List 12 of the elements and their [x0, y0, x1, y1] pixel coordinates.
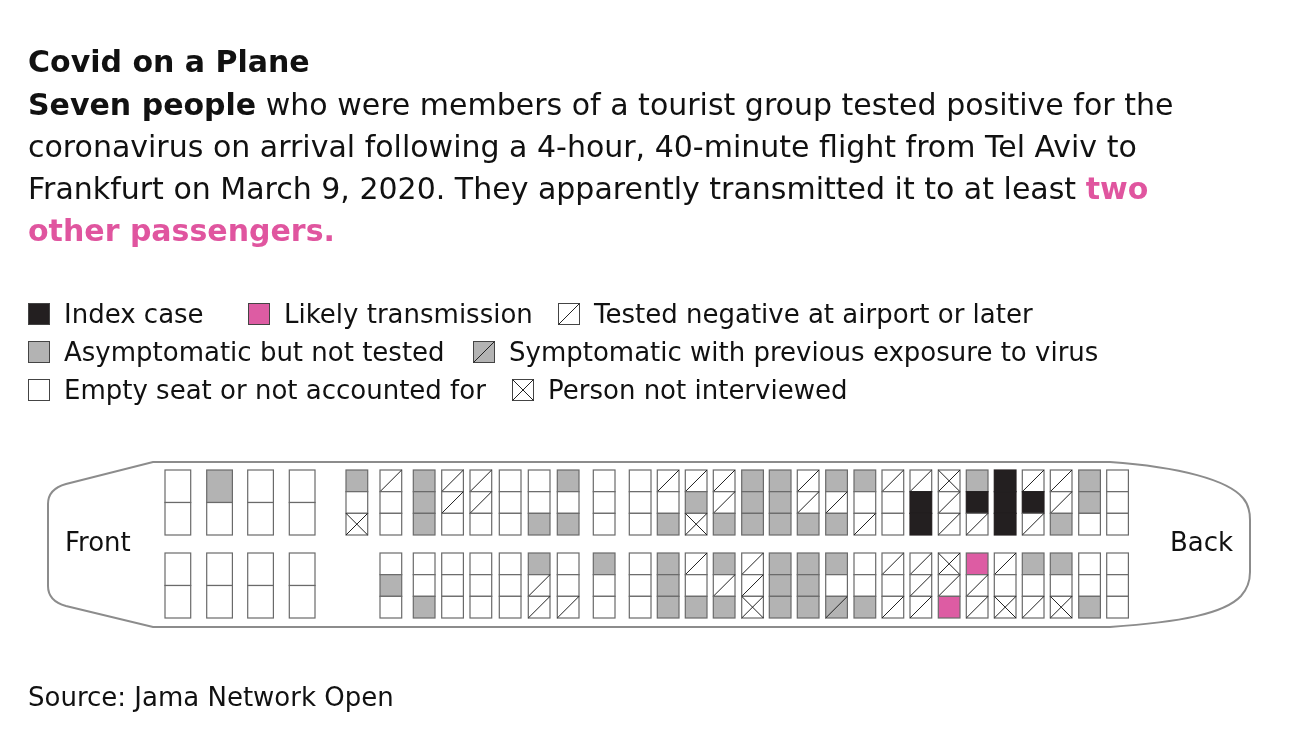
- legend-label: Asymptomatic but not tested: [64, 336, 445, 368]
- source-note: Source: Jama Network Open: [28, 681, 394, 713]
- front-label: Front: [65, 526, 131, 558]
- legend-label: Index case: [64, 298, 204, 330]
- legend-label: Tested negative at airport or later: [594, 298, 1033, 330]
- back-label: Back: [1170, 526, 1234, 558]
- legend-label: Person not interviewed: [548, 374, 848, 406]
- legend-label: Symptomatic with previous exposure to virus: [509, 336, 1099, 368]
- subtitle: Seven people who were members of a tourist group tested positive for the coronavirus on arrival following a 4-hour, 40-minute flight from Tel Aviv to Frankfurt on March 9, 2020. They apparently transmitted it to at least two other passengers.: [28, 86, 1175, 250]
- legend-label: Likely transmission: [284, 298, 533, 330]
- legend-label: Empty seat or not accounted for: [64, 374, 486, 406]
- chart-title: Covid on a Plane: [28, 43, 310, 81]
